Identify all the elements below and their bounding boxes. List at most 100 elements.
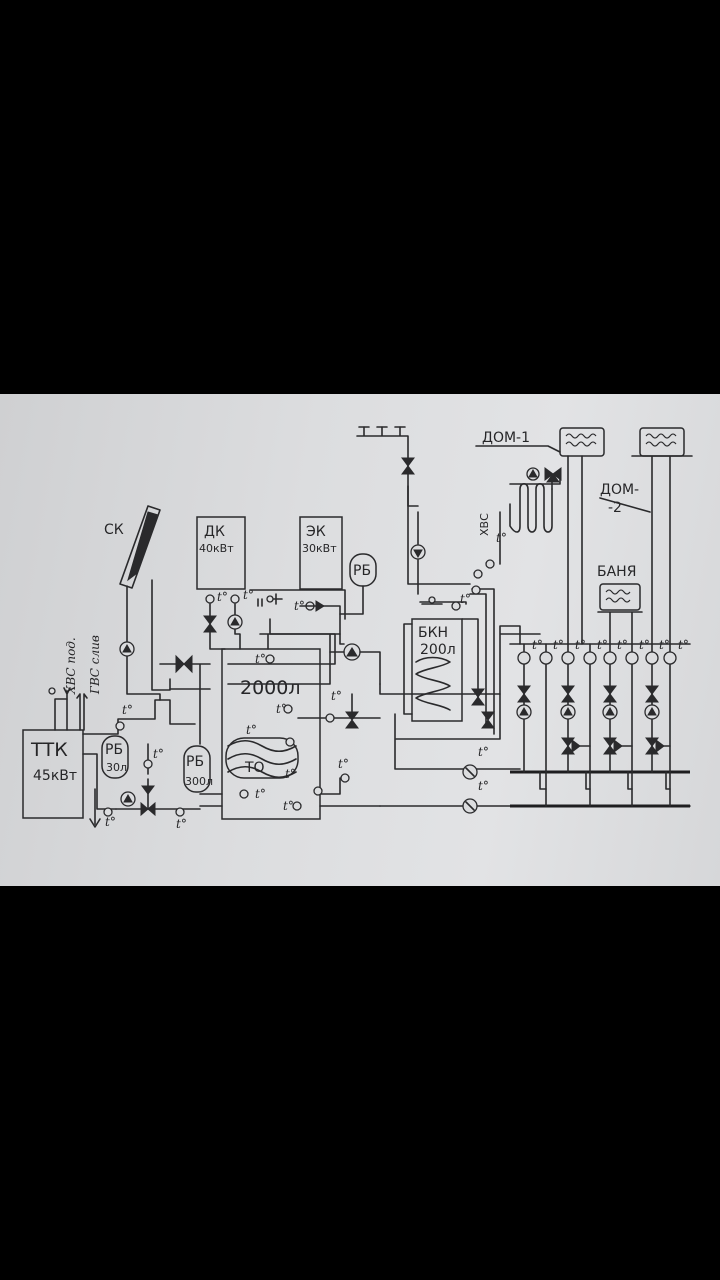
boiler-ttk: ТТК 45кВт xyxy=(22,729,84,819)
thermometer-icon xyxy=(230,594,240,604)
valve-icon xyxy=(345,711,359,729)
thermometer-icon xyxy=(451,601,461,611)
gvs-sliv-label: ГВС слив xyxy=(88,635,102,695)
rb2-label: РБ xyxy=(186,754,204,770)
house-1: ДОМ-1 xyxy=(475,427,605,645)
tank-volume-label: 2000л xyxy=(240,677,301,699)
ek-power-label: 30кВт xyxy=(302,542,337,555)
thermometer-icon xyxy=(265,654,275,664)
diesel-boiler: ДК 40кВт xyxy=(196,516,246,590)
thermometer-icon xyxy=(313,786,323,796)
expansion-vessel-top: РБ xyxy=(349,553,377,587)
small-taps xyxy=(257,593,283,607)
valve-icon xyxy=(203,615,217,633)
main-manifolds xyxy=(510,770,690,808)
thermometer-icon xyxy=(175,807,185,817)
rb1-label: РБ xyxy=(105,742,123,758)
valve-icon xyxy=(140,801,156,817)
ek-label: ЭК xyxy=(306,524,326,540)
svg-text:t°: t° xyxy=(496,531,507,545)
thermometer-icon xyxy=(103,807,113,817)
pump-icon xyxy=(120,791,136,807)
svg-text:t°: t° xyxy=(532,638,543,652)
svg-text:t°: t° xyxy=(255,652,266,666)
rb3-pipe xyxy=(339,585,364,615)
banya-label: БАНЯ xyxy=(597,564,636,580)
svg-text:t°: t° xyxy=(176,817,187,831)
thermometer-icon xyxy=(325,713,335,723)
thermometer-icon xyxy=(283,704,293,714)
svg-text:t°: t° xyxy=(639,638,650,652)
svg-text:t°: t° xyxy=(575,638,586,652)
heating-schematic: ТТК 45кВт ХВС под. ГВС слив РБ 30л t° t°… xyxy=(22,426,693,831)
distribution-link xyxy=(379,683,521,770)
boiler-top-taps: ХВС под. ГВС слив xyxy=(48,635,102,731)
rb2-volume: 300л xyxy=(185,775,213,788)
svg-text:t°: t° xyxy=(478,745,489,759)
svg-text:t°: t° xyxy=(276,702,287,716)
svg-text:t°: t° xyxy=(122,703,133,717)
valve-icon xyxy=(175,654,193,674)
svg-text:t°: t° xyxy=(678,638,689,652)
thermometer-icon xyxy=(340,773,350,783)
rb1-volume: 30л xyxy=(106,761,127,774)
solar-pipe-return xyxy=(151,579,171,691)
svg-text:t°: t° xyxy=(478,779,489,793)
storage-tank: 2000л t° t° ТО t° t° t° t° xyxy=(221,633,336,820)
thermometer-icon xyxy=(485,559,495,569)
bathhouse: БАНЯ xyxy=(597,564,643,645)
svg-text:t°: t° xyxy=(105,815,116,829)
indirect-boiler-bkn: БКН 200л t° xyxy=(403,592,471,722)
ttk-power-label: 45кВт xyxy=(33,768,77,784)
hvs-pod-label: ХВС под. xyxy=(64,637,78,695)
svg-text:t°: t° xyxy=(331,689,342,703)
dk-power-label: 40кВт xyxy=(199,542,234,555)
tank-outlets xyxy=(199,777,381,807)
boiler-supply-pipe xyxy=(82,699,196,735)
svg-text:t°: t° xyxy=(246,723,257,737)
to-label: ТО xyxy=(244,760,265,776)
expansion-vessel-300: РБ 300л xyxy=(183,745,213,793)
thermometer-icon xyxy=(471,585,481,595)
thermometer-icon xyxy=(285,737,295,747)
valve-icon xyxy=(471,688,495,729)
pump-icon xyxy=(343,643,361,661)
solar-collector: СК xyxy=(104,505,161,589)
dk-label: ДК xyxy=(204,524,225,540)
boiler-drain xyxy=(89,788,101,828)
pump-icon xyxy=(119,641,135,657)
thermometer-icon xyxy=(473,569,483,579)
svg-text:t°: t° xyxy=(659,638,670,652)
thermometer-icon xyxy=(239,789,249,799)
dom2-label-a: ДОМ- xyxy=(600,482,639,498)
ek-manifold xyxy=(249,589,346,620)
electric-boiler: ЭК 30кВт xyxy=(299,516,343,590)
svg-text:t°: t° xyxy=(255,787,266,801)
thermometer-icon xyxy=(292,801,302,811)
thermometer-icon xyxy=(205,594,215,604)
valve-icon xyxy=(141,785,155,795)
dom1-label: ДОМ-1 xyxy=(482,430,530,446)
cold-water-inlet: ХВС t° xyxy=(356,426,507,595)
tank-supply-lines xyxy=(159,663,211,745)
branch-circuits: t° t° t° t° t° t° t° t° xyxy=(509,638,691,807)
expansion-vessel-30: РБ 30л xyxy=(101,735,129,779)
svg-text:t°: t° xyxy=(460,592,471,606)
svg-text:t°: t° xyxy=(243,588,254,602)
bkn-volume-label: 200л xyxy=(420,642,456,658)
svg-text:t°: t° xyxy=(338,757,349,771)
bkn-label: БКН xyxy=(418,625,448,641)
thermometer-icon xyxy=(143,759,153,769)
thermometer-icon xyxy=(115,721,125,731)
ttk-label: ТТК xyxy=(30,739,68,761)
svg-text:t°: t° xyxy=(153,747,164,761)
rb3-label: РБ xyxy=(353,563,371,579)
svg-text:t°: t° xyxy=(597,638,608,652)
svg-text:t°: t° xyxy=(217,590,228,604)
svg-text:t°: t° xyxy=(285,767,296,781)
house-2: ДОМ- -2 xyxy=(599,427,693,645)
schematic-photo: ТТК 45кВт ХВС под. ГВС слив РБ 30л t° t°… xyxy=(0,394,720,886)
valve-icon xyxy=(401,457,415,475)
svg-text:t°: t° xyxy=(553,638,564,652)
hvs-top-label: ХВС xyxy=(478,513,491,536)
